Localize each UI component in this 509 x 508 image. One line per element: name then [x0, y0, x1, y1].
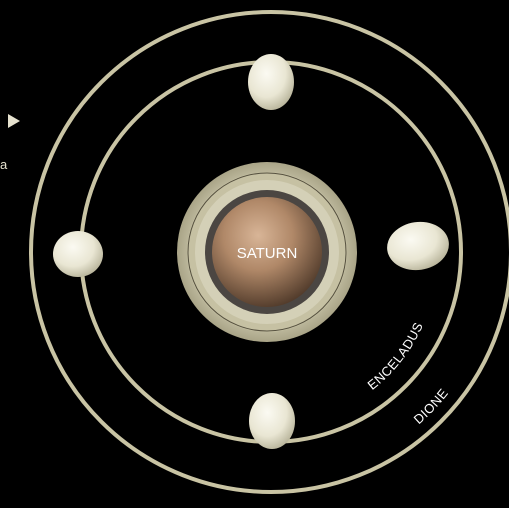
moon-bottom — [249, 393, 295, 449]
saturn: SATURN — [177, 162, 357, 342]
moon-top — [248, 54, 294, 110]
dione-orbit — [29, 10, 509, 494]
enceladus-label: ENCELADUS — [365, 320, 426, 393]
saturn-label: SATURN — [237, 245, 298, 262]
edge-text-fragment: a — [0, 157, 8, 172]
moon-left — [53, 231, 103, 277]
play-arrow-icon — [8, 114, 20, 128]
saturn-ring-line — [187, 172, 347, 332]
moon-right — [387, 221, 449, 271]
dione-label: DIONE — [411, 385, 451, 427]
saturn-body — [212, 197, 322, 307]
